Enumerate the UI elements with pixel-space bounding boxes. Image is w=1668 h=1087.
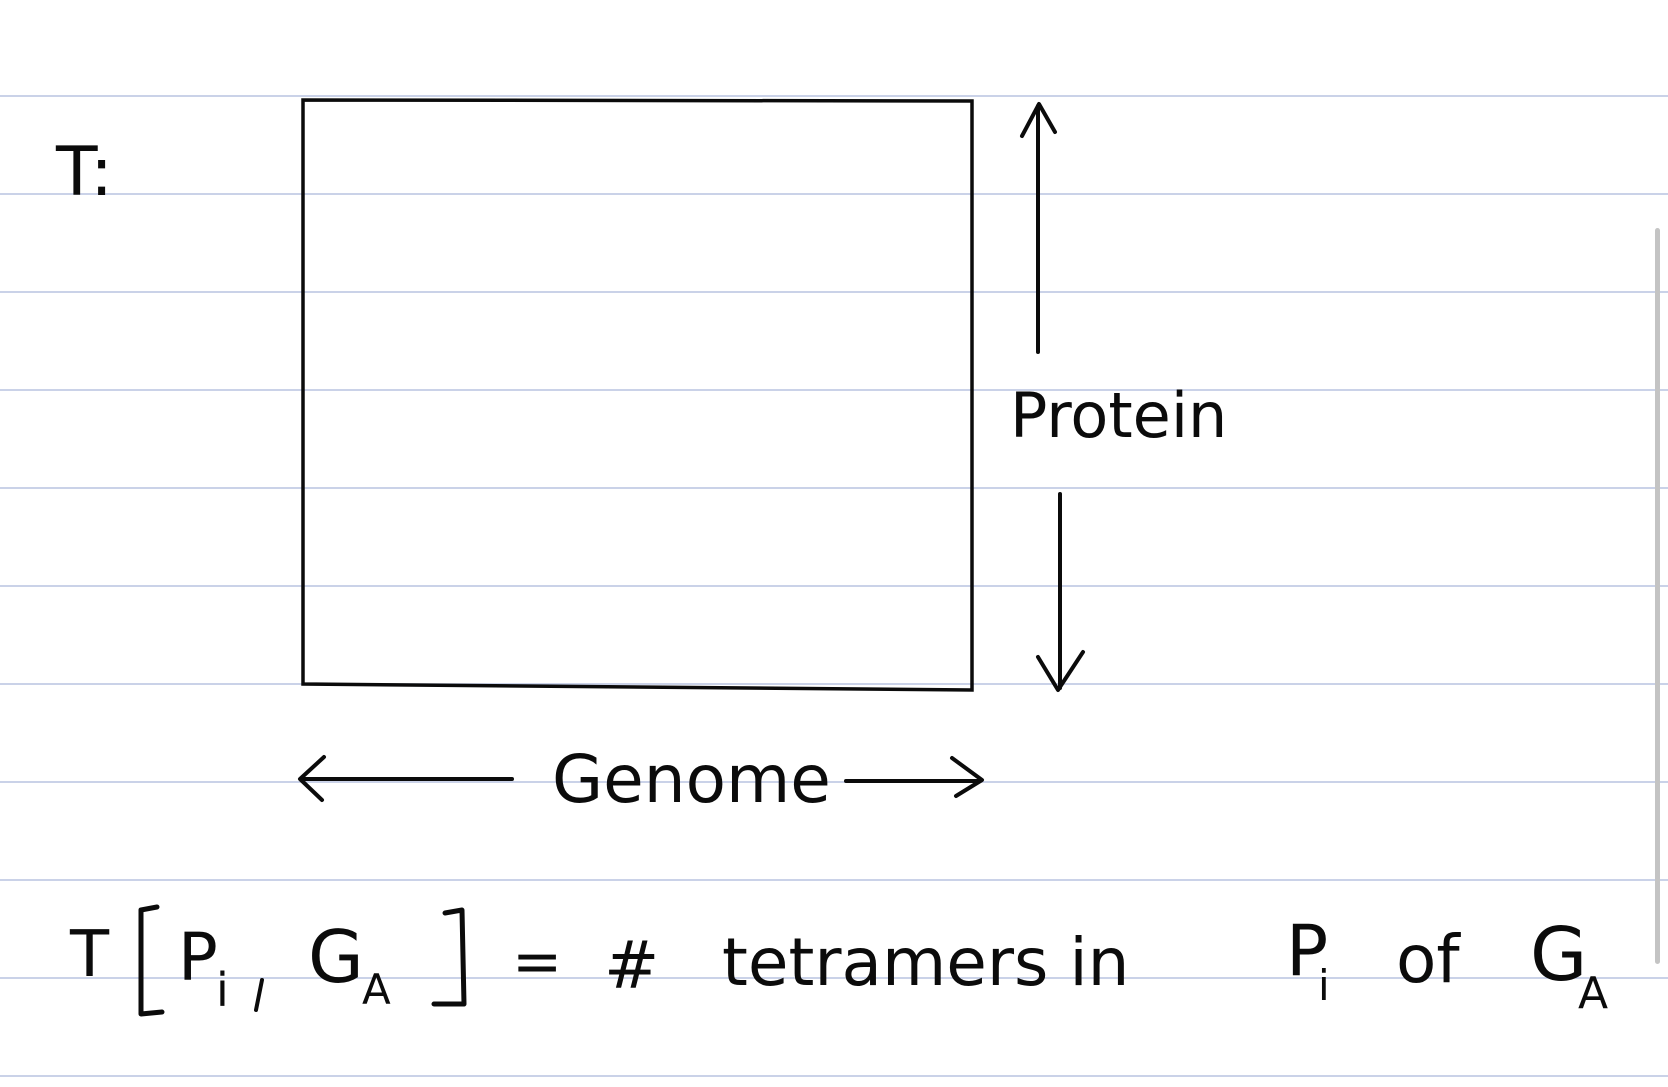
protein-up-arrow [1020,102,1057,354]
hash-sign: # [604,927,659,1004]
rhs-genome-base: G [1530,912,1587,998]
protein-index-base: P [178,919,218,996]
matrix-label: T: [55,133,113,212]
rhs-protein-sub: i [1318,961,1330,1010]
matrix-box [301,98,974,692]
equation: T P i G A = # tetramers in P i of G A [69,904,1608,1019]
protein-down-arrow [1036,492,1085,692]
equals-sign: = [512,927,562,997]
equation-lhs-symbol: T [69,918,110,992]
equation-words: tetramers in [722,924,1130,1001]
scrollbar-thumb[interactable] [1655,228,1660,964]
protein-label: Protein [1010,379,1227,452]
genome-right-arrow [844,756,984,798]
ruled-lines [0,95,1668,1077]
comma-mark [254,978,264,1012]
of-word: of [1396,921,1461,998]
genome-label: Genome [552,741,831,818]
rhs-protein-base: P [1286,910,1328,992]
left-bracket [138,904,165,1017]
rhs-genome-sub: A [1578,968,1608,1019]
genome-index-base: G [308,915,364,999]
genome-left-arrow [298,755,514,802]
genome-index-sub: A [362,965,391,1014]
protein-index-sub: i [216,963,229,1017]
right-bracket [431,907,467,1007]
